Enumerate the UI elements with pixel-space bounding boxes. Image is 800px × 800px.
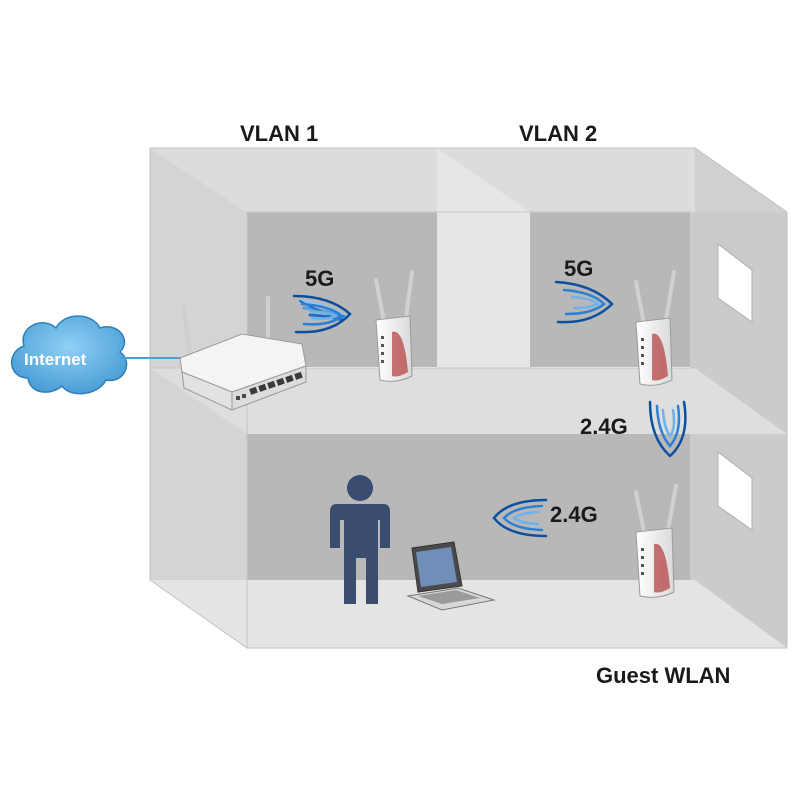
- band-24g-mid-label: 2.4G: [580, 414, 628, 439]
- band-5g-left-label: 5G: [305, 266, 334, 291]
- access-point-icon: [634, 484, 678, 598]
- person-icon: [330, 475, 390, 604]
- wifi-waves-icon: [554, 280, 614, 324]
- lower-room-back: [247, 434, 690, 582]
- internet-label: Internet: [24, 350, 87, 369]
- ground-floor: [150, 580, 787, 648]
- wifi-waves-icon: [292, 294, 352, 334]
- access-point-icon: [374, 270, 414, 382]
- middle-floor-slab: [150, 368, 787, 434]
- guest-wlan-label: Guest WLAN: [596, 663, 730, 688]
- band-5g-right-label: 5G: [564, 256, 593, 281]
- wifi-waves-icon: [648, 400, 687, 458]
- access-point-icon: [634, 270, 676, 386]
- router-icon: [179, 296, 307, 411]
- laptop-icon: [406, 541, 496, 611]
- upper-right-side-wall: [690, 212, 787, 434]
- band-24g-lower-label: 2.4G: [550, 502, 598, 527]
- building: [149, 147, 788, 649]
- wifi-waves-icon: [492, 498, 548, 538]
- vlan2-label: VLAN 2: [519, 121, 597, 146]
- cloud-icon: Internet: [10, 315, 128, 395]
- vlan1-label: VLAN 1: [240, 121, 318, 146]
- upper-window: [717, 242, 753, 323]
- room-divider-wall: [437, 148, 530, 434]
- lower-window: [717, 450, 753, 531]
